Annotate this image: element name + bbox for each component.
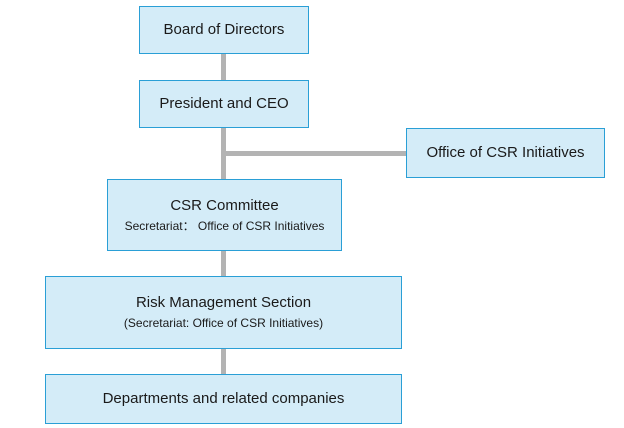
- node-departments-related-companies: Departments and related companies: [45, 374, 402, 424]
- node-label: Board of Directors: [163, 21, 285, 38]
- node-office-csr-initiatives: Office of CSR Initiatives: [406, 128, 605, 178]
- node-label: Departments and related companies: [102, 390, 345, 407]
- connector-risk-departments: [221, 349, 226, 374]
- connector-csr-committee-risk: [221, 251, 226, 276]
- node-label: President and CEO: [159, 95, 289, 112]
- node-risk-management-section: Risk Management Section (Secretariat: Of…: [45, 276, 402, 349]
- connector-ceo-csr-committee: [221, 128, 226, 179]
- node-sublabel: Secretariat： Office of CSR Initiatives: [124, 218, 325, 233]
- node-sublabel: (Secretariat: Office of CSR Initiatives): [123, 316, 324, 330]
- node-president-ceo: President and CEO: [139, 80, 309, 128]
- node-label: Office of CSR Initiatives: [426, 144, 585, 161]
- node-board-of-directors: Board of Directors: [139, 6, 309, 54]
- connector-to-office: [226, 151, 406, 156]
- node-label: Risk Management Section: [135, 294, 312, 311]
- node-label: CSR Committee: [170, 196, 279, 214]
- connector-board-ceo: [221, 54, 226, 80]
- node-csr-committee: CSR Committee Secretariat： Office of CSR…: [107, 179, 342, 251]
